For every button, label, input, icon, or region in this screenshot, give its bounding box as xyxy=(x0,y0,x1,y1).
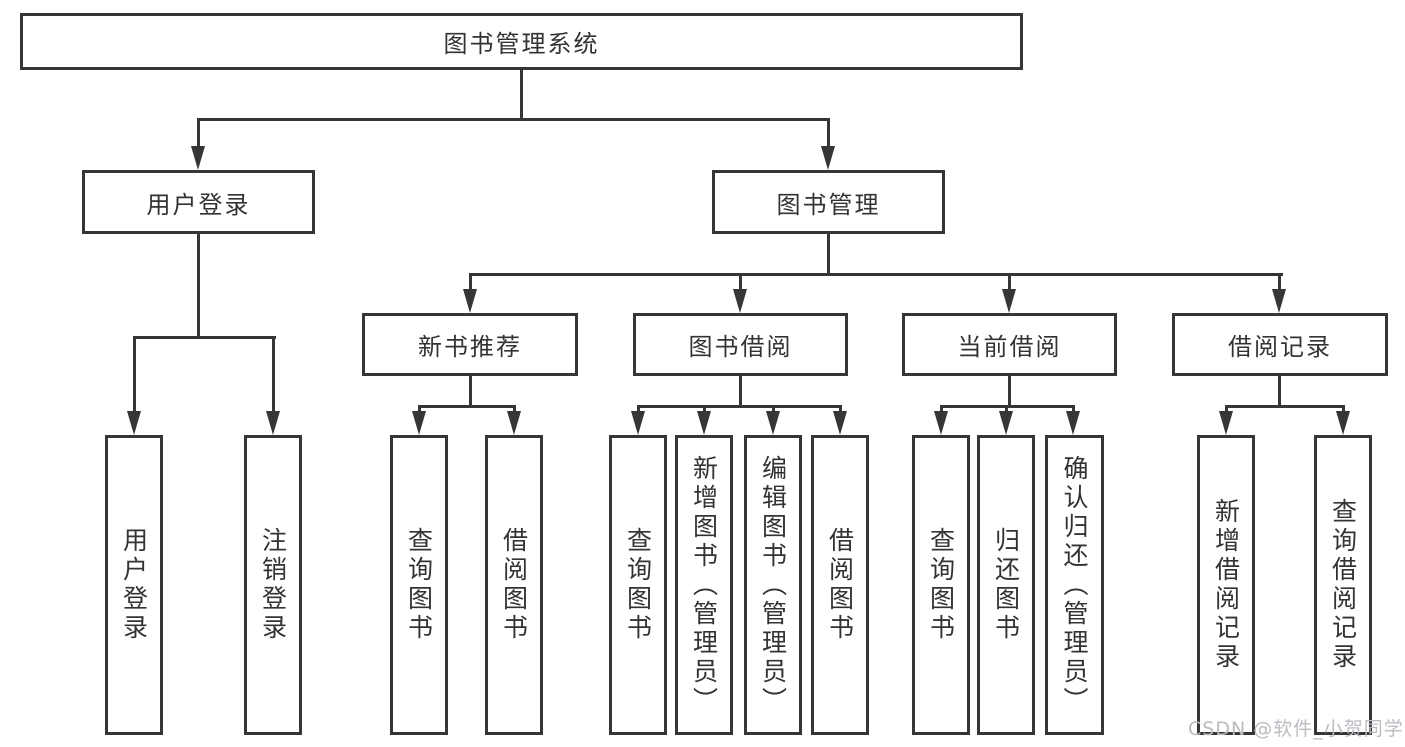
connector-stub-query-book-3 xyxy=(940,405,943,415)
connector-stub-query-borrow-record xyxy=(1342,405,1345,415)
connector-new-book-recommend-trunk xyxy=(469,376,472,408)
arrow-down-icon-leaf-logout xyxy=(266,411,280,435)
connector-stub-borrow-book-2 xyxy=(839,405,842,415)
node-book-borrowing: 图书借阅 xyxy=(633,313,848,376)
leaf-query-borrow-record-label: 查询借阅记录 xyxy=(1328,498,1358,672)
leaf-edit-book-admin-label: 编辑图书（管理员） xyxy=(758,454,788,716)
leaf-confirm-return-admin-label: 确认归还（管理员） xyxy=(1060,454,1089,716)
node-book-management-label: 图书管理 xyxy=(776,190,881,219)
arrow-down-icon-leaf-user-login xyxy=(127,411,141,435)
leaf-confirm-return-admin: 确认归还（管理员） xyxy=(1045,435,1104,735)
connector-stub-leaf-user-login xyxy=(133,336,136,414)
node-borrowing-records-label: 借阅记录 xyxy=(1228,333,1332,361)
leaf-edit-book-admin: 编辑图书（管理员） xyxy=(744,435,802,735)
connector-stub-add-book xyxy=(703,405,706,415)
leaf-query-book-recommend: 查询图书 xyxy=(390,435,448,735)
connector-stub-borrow-book-1 xyxy=(513,405,516,415)
arrow-down-icon-add-borrow-record xyxy=(1219,411,1233,435)
arrow-down-icon-borrow-book-1 xyxy=(507,411,521,435)
connector-level2-split xyxy=(197,118,830,121)
connector-new-book-recommend-split xyxy=(418,405,516,408)
leaf-query-book-current-label: 查询图书 xyxy=(926,527,956,643)
node-book-borrowing-label: 图书借阅 xyxy=(688,333,793,361)
connector-stub-new-book-recommend xyxy=(469,273,472,293)
leaf-borrow-book-borrowing-label: 借阅图书 xyxy=(825,527,855,643)
leaf-add-borrow-record: 新增借阅记录 xyxy=(1197,435,1255,735)
connector-user-login-trunk xyxy=(197,234,200,338)
connector-book-borrowing-trunk xyxy=(739,376,742,408)
arrow-down-icon-add-book xyxy=(697,411,711,435)
connector-borrowing-records-split xyxy=(1225,405,1345,408)
leaf-add-book-admin: 新增图书（管理员） xyxy=(675,435,733,735)
arrow-down-icon-query-book-1 xyxy=(412,411,426,435)
connector-current-borrowing-trunk xyxy=(1008,376,1011,408)
leaf-user-login-label: 用户登录 xyxy=(119,527,149,643)
leaf-logout: 注销登录 xyxy=(244,435,302,735)
connector-stub-borrowing-records xyxy=(1278,273,1281,293)
connector-stub-edit-book xyxy=(772,405,775,415)
connector-stub-add-borrow-record xyxy=(1225,405,1228,415)
connector-stub-return-book xyxy=(1005,405,1008,415)
arrow-down-icon-current-borrowing xyxy=(1002,289,1016,313)
arrow-down-icon-return-book xyxy=(999,411,1013,435)
connector-book-borrowing-split xyxy=(637,405,842,408)
arrow-down-icon-confirm-return xyxy=(1066,411,1080,435)
leaf-add-borrow-record-label: 新增借阅记录 xyxy=(1211,498,1241,672)
leaf-query-book-borrowing-label: 查询图书 xyxy=(623,527,653,643)
connector-stub-user-login xyxy=(197,118,200,148)
node-current-borrowing: 当前借阅 xyxy=(902,313,1117,376)
node-new-book-recommend-label: 新书推荐 xyxy=(418,333,522,361)
connector-user-login-split xyxy=(133,336,276,339)
leaf-logout-label: 注销登录 xyxy=(258,527,288,643)
connector-borrowing-records-trunk xyxy=(1278,376,1281,408)
connector-stub-book-borrowing xyxy=(739,273,742,293)
arrow-down-icon-user-login xyxy=(191,146,205,170)
leaf-query-book-borrowing: 查询图书 xyxy=(609,435,667,735)
node-user-login-label: 用户登录 xyxy=(146,190,251,219)
connector-book-management-trunk xyxy=(827,234,830,276)
arrow-down-icon-query-book-3 xyxy=(934,411,948,435)
leaf-borrow-book-recommend: 借阅图书 xyxy=(485,435,543,735)
connector-stub-query-book-2 xyxy=(637,405,640,415)
connector-stub-confirm-return xyxy=(1072,405,1075,415)
leaf-return-book: 归还图书 xyxy=(977,435,1035,735)
arrow-down-icon-borrow-book-2 xyxy=(833,411,847,435)
arrow-down-icon-query-borrow-record xyxy=(1336,411,1350,435)
leaf-borrow-book-borrowing: 借阅图书 xyxy=(811,435,869,735)
connector-root-trunk xyxy=(520,70,523,120)
csdn-watermark: CSDN @软件_小贺同学 xyxy=(1188,718,1404,740)
leaf-query-borrow-record: 查询借阅记录 xyxy=(1314,435,1372,735)
node-current-borrowing-label: 当前借阅 xyxy=(957,333,1062,361)
arrow-down-icon-book-management xyxy=(821,146,835,170)
leaf-user-login: 用户登录 xyxy=(105,435,163,735)
connector-stub-query-book-1 xyxy=(418,405,421,415)
connector-stub-current-borrowing xyxy=(1008,273,1011,293)
node-user-login: 用户登录 xyxy=(82,170,315,234)
node-borrowing-records: 借阅记录 xyxy=(1172,313,1388,376)
leaf-query-book-current: 查询图书 xyxy=(912,435,970,735)
arrow-down-icon-book-borrowing xyxy=(733,289,747,313)
leaf-return-book-label: 归还图书 xyxy=(991,527,1021,643)
connector-stub-leaf-logout xyxy=(272,336,275,414)
arrow-down-icon-borrowing-records xyxy=(1272,289,1286,313)
arrow-down-icon-edit-book xyxy=(766,411,780,435)
leaf-borrow-book-recommend-label: 借阅图书 xyxy=(499,527,529,643)
leaf-query-book-recommend-label: 查询图书 xyxy=(404,527,434,643)
connector-level3-split xyxy=(469,273,1283,276)
connector-stub-book-management xyxy=(827,118,830,148)
node-book-management: 图书管理 xyxy=(712,170,945,234)
arrow-down-icon-query-book-2 xyxy=(631,411,645,435)
arrow-down-icon-new-book-recommend xyxy=(463,289,477,313)
leaf-add-book-admin-label: 新增图书（管理员） xyxy=(689,454,719,716)
node-library-management-system: 图书管理系统 xyxy=(20,13,1023,70)
node-new-book-recommend: 新书推荐 xyxy=(362,313,578,376)
node-library-management-system-label: 图书管理系统 xyxy=(443,30,600,58)
